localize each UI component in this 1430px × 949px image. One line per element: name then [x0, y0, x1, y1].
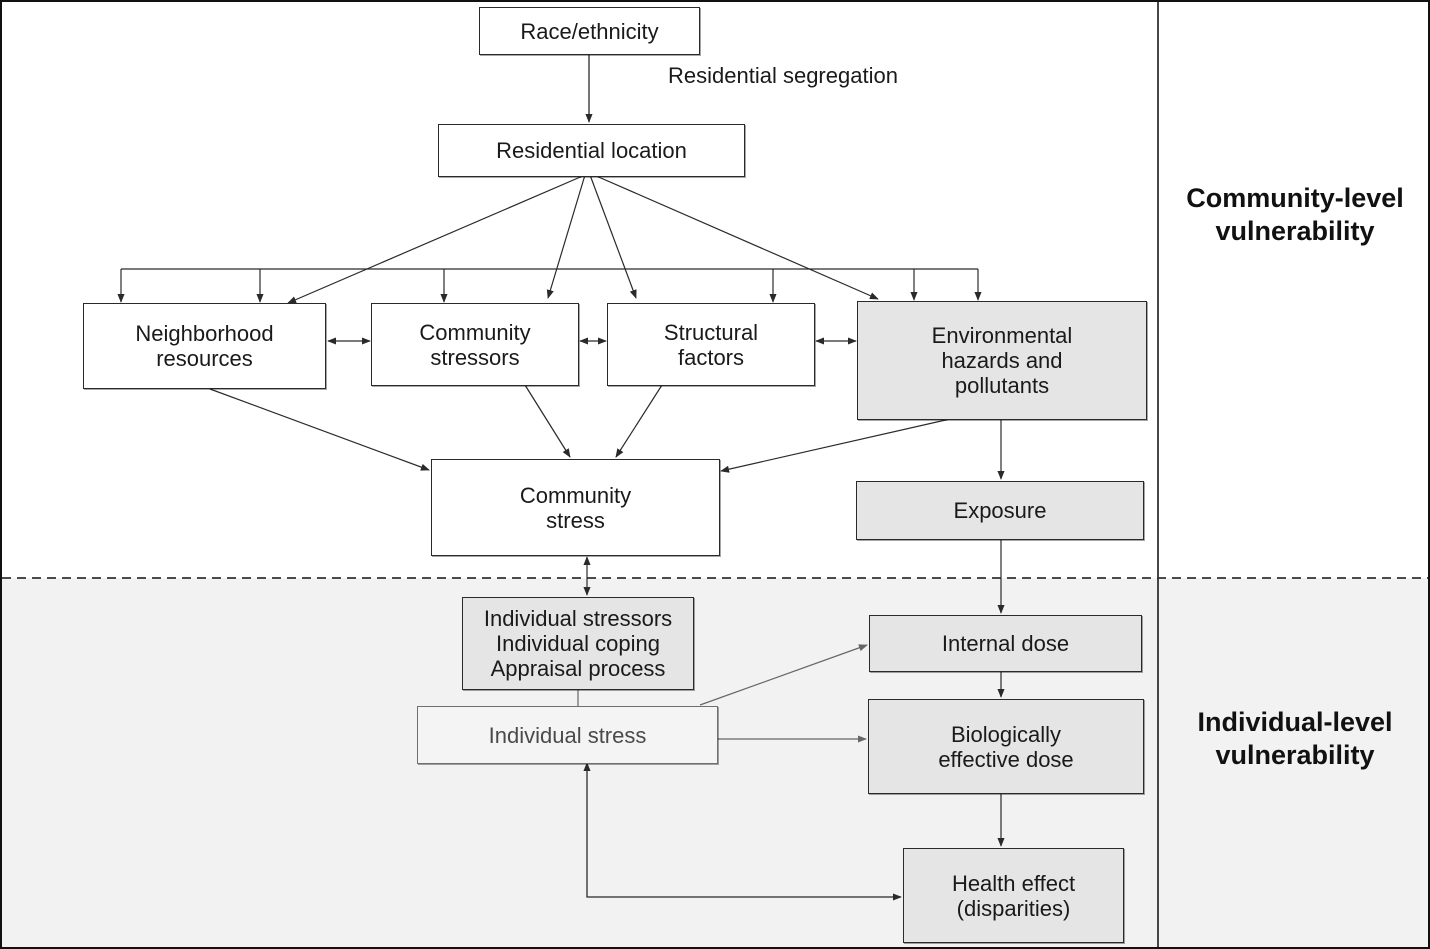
individual-factors-box: Individual stressors Individual coping A… [462, 597, 694, 690]
community-level-label: Community-level vulnerability [1186, 183, 1404, 246]
individual-level-label: Individual-level vulnerability [1197, 707, 1393, 770]
internal-dose-box: Internal dose [869, 615, 1142, 672]
environmental-hazards-box: Environmental hazards and pollutants [857, 301, 1147, 420]
residential-location-box: Residential location [438, 124, 745, 177]
biologically-effective-dose-box: Biologically effective dose [868, 699, 1144, 794]
individual-stress-box: Individual stress [417, 706, 718, 764]
structural-factors-box: Structural factors [607, 303, 815, 386]
race-ethnicity-box: Race/ethnicity [479, 7, 700, 55]
health-effect-box: Health effect (disparities) [903, 848, 1124, 943]
exposure-box: Exposure [856, 481, 1144, 540]
community-stressors-box: Community stressors [371, 303, 579, 386]
neighborhood-resources-box: Neighborhood resources [83, 303, 326, 389]
community-stress-box: Community stress [431, 459, 720, 556]
residential-segregation-label: Residential segregation [668, 63, 898, 88]
